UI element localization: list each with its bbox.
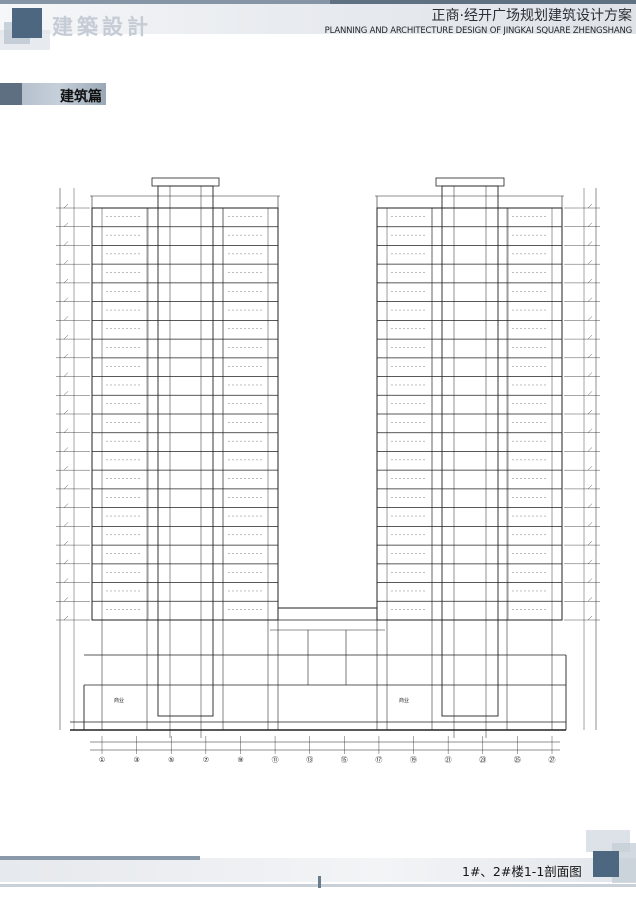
header-top-strip-accent — [330, 0, 636, 4]
section-tab — [0, 83, 106, 105]
podium-room-label: 商业 — [114, 697, 124, 704]
level-triangle — [587, 559, 593, 564]
level-triangle — [63, 522, 69, 527]
header-band — [0, 0, 636, 34]
level-triangle — [63, 540, 69, 546]
level-triangle — [63, 278, 69, 284]
section-drawing: 商业 商业 ① ③ ⑤ ⑦ ⑨ ⑪ ⑬ ⑮ ⑰ ⑲ ㉑ ㉓ ㉕ ㉗ — [56, 177, 600, 764]
level-triangle — [63, 203, 69, 209]
level-triangle — [587, 578, 593, 583]
axis-label: ㉓ — [479, 756, 486, 764]
level-triangle — [587, 615, 593, 621]
document-subtitle: PLANNING AND ARCHITECTURE DESIGN OF JING… — [324, 26, 633, 36]
core-shaft — [157, 185, 214, 717]
level-triangle — [63, 316, 69, 321]
level-triangle — [63, 297, 69, 302]
machine-room — [151, 177, 220, 187]
axis-label: ㉗ — [549, 756, 556, 764]
level-triangle — [63, 447, 69, 452]
axis-label: ㉕ — [514, 756, 521, 764]
axis-label: ⑦ — [203, 756, 209, 764]
header-top-strip — [0, 0, 636, 4]
level-triangle — [587, 241, 593, 246]
footer-strip — [0, 856, 200, 860]
level-triangle — [587, 484, 593, 490]
core-shaft — [441, 185, 499, 717]
axis-label: ⑲ — [410, 756, 417, 764]
level-triangle — [587, 540, 593, 546]
level-triangle — [587, 353, 593, 358]
level-triangle — [63, 428, 69, 433]
level-triangle — [587, 597, 593, 602]
footer-center-tick — [318, 876, 321, 888]
level-triangle — [63, 372, 69, 377]
section-tab-marker — [0, 83, 22, 105]
level-triangle — [587, 428, 593, 433]
level-triangle — [63, 241, 69, 246]
level-triangle — [587, 222, 593, 227]
document-title: 正商·经开广场规划建筑设计方案 — [431, 8, 632, 24]
section-label: 建筑篇 — [60, 89, 102, 105]
level-triangle — [587, 466, 593, 471]
drawing-floor-lines — [56, 203, 600, 621]
level-triangle — [63, 260, 69, 265]
drawing-title: 1#、2#楼1-1剖面图 — [462, 864, 582, 879]
level-triangle — [587, 503, 593, 508]
header-logo-text: 建築設計 — [52, 14, 152, 39]
axis-label: ① — [99, 756, 105, 764]
level-triangle — [63, 409, 69, 415]
level-triangle — [63, 353, 69, 358]
drawing-labels: 商业 商业 ① ③ ⑤ ⑦ ⑨ ⑪ ⑬ ⑮ ⑰ ⑲ ㉑ ㉓ ㉕ ㉗ — [99, 697, 556, 764]
level-triangle — [587, 391, 593, 396]
level-triangle — [587, 278, 593, 284]
footer-logo-square — [593, 851, 619, 877]
level-triangle — [63, 391, 69, 396]
axis-label: ⑨ — [237, 756, 243, 764]
level-triangle — [587, 522, 593, 527]
axis-label: ③ — [133, 756, 139, 764]
level-triangle — [587, 409, 593, 415]
level-triangle — [63, 484, 69, 490]
level-triangle — [587, 447, 593, 452]
level-triangle — [63, 559, 69, 564]
level-triangle — [63, 578, 69, 583]
header-logo-square — [12, 8, 42, 38]
podium-room-label: 商业 — [399, 697, 409, 704]
axis-label: ⑰ — [375, 756, 382, 764]
axis-label: ㉑ — [445, 756, 452, 764]
level-triangle — [63, 615, 69, 621]
level-triangle — [587, 203, 593, 209]
level-triangle — [587, 297, 593, 302]
level-triangle — [587, 334, 593, 340]
level-triangle — [63, 334, 69, 340]
level-triangle — [63, 597, 69, 602]
level-triangle — [587, 372, 593, 377]
level-triangle — [63, 466, 69, 471]
level-triangle — [587, 260, 593, 265]
axis-label: ⑪ — [272, 756, 279, 764]
level-triangle — [63, 503, 69, 508]
axis-label: ⑮ — [341, 756, 348, 764]
machine-room — [435, 177, 505, 187]
axis-label: ⑬ — [306, 756, 313, 764]
axis-label: ⑤ — [168, 756, 174, 764]
level-triangle — [587, 316, 593, 321]
level-triangle — [63, 222, 69, 227]
